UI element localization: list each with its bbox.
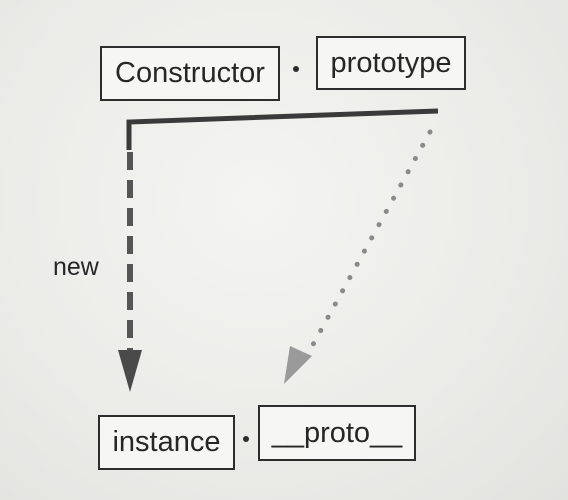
proto-box: __proto__: [258, 405, 416, 461]
instance-box: instance: [98, 415, 235, 470]
constructor-bracket-line: [126, 108, 439, 150]
proto-label: __proto__: [271, 416, 403, 449]
instance-label: instance: [112, 426, 221, 458]
constructor-box: Constructor: [100, 46, 280, 101]
member-access-dot: [293, 66, 299, 72]
member-access-dot: [243, 436, 249, 442]
prototype-box: prototype: [316, 36, 466, 90]
new-arrow-head: [118, 350, 142, 392]
proto-arrow-head: [284, 346, 312, 384]
prototype-label: prototype: [330, 46, 452, 79]
proto-dotted-line: [307, 129, 433, 353]
new-label: new: [53, 253, 99, 281]
constructor-label: Constructor: [115, 57, 265, 89]
